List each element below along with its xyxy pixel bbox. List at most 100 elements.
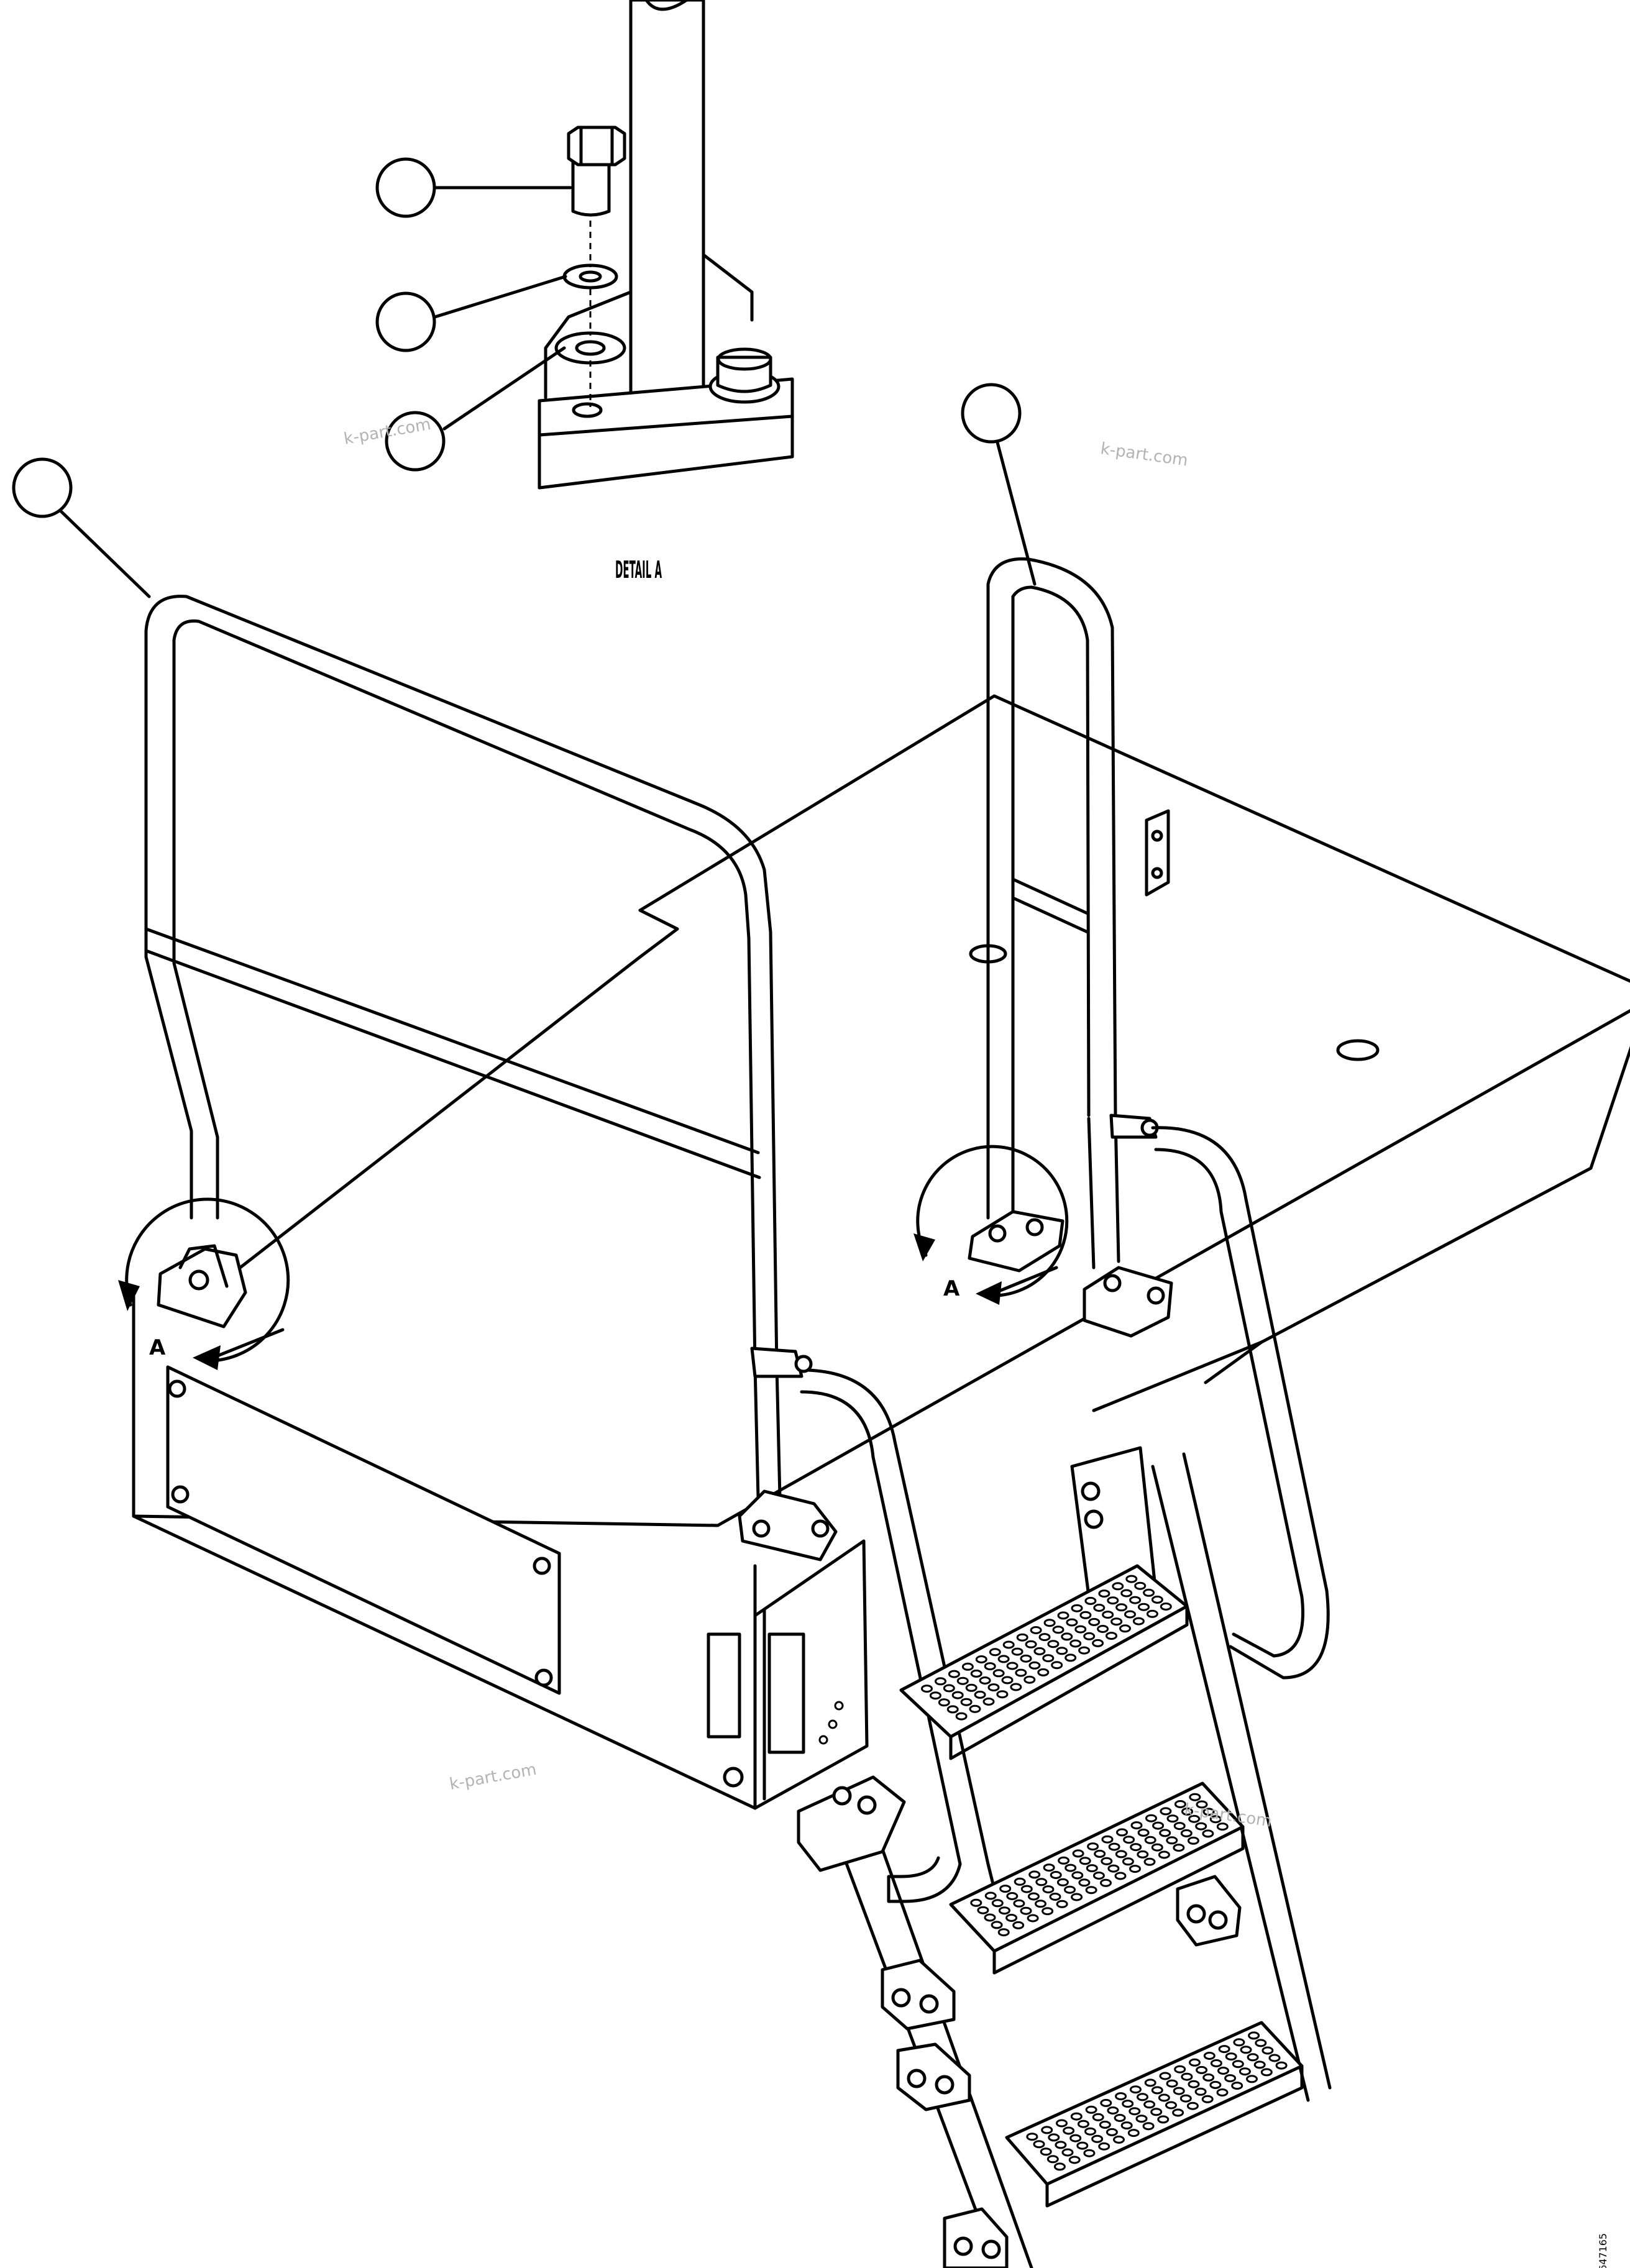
stair-handrails: [800, 1126, 1330, 1903]
perforation-hole: [969, 1704, 981, 1713]
perforation-hole: [1165, 2101, 1177, 2110]
perforation-hole: [1239, 2067, 1251, 2076]
perforation-hole: [1209, 1815, 1222, 1824]
perforation-hole: [1137, 2093, 1148, 2101]
perforation-hole: [1068, 2156, 1081, 2164]
perforation-hole: [1202, 2073, 1215, 2082]
perforation-hole: [1180, 1829, 1193, 1837]
perforation-hole: [996, 1690, 1009, 1699]
perforation-hole: [1053, 2162, 1066, 2171]
perforation-hole: [1051, 1661, 1063, 1670]
perforation-hole: [1002, 1640, 1015, 1649]
perforation-hole: [1151, 2086, 1163, 2095]
perforation-hole: [1172, 2108, 1184, 2117]
perforation-hole: [1056, 1900, 1068, 1908]
perforation-hole: [1122, 1857, 1134, 1866]
perforation-hole: [1015, 1668, 1027, 1677]
perforation-hole: [1086, 1864, 1098, 1873]
perforation-hole: [1196, 1800, 1208, 1809]
perforation-hole: [1091, 2134, 1104, 2143]
perforation-hole: [1069, 2134, 1082, 2142]
perforation-hole: [1079, 1857, 1091, 1865]
perforation-hole: [1063, 2126, 1075, 2135]
perforation-hole: [1114, 2114, 1126, 2122]
perforation-hole: [999, 1885, 1012, 1893]
perforation-hole: [1145, 1814, 1157, 1822]
perforation-hole: [1042, 1885, 1055, 1894]
perforation-hole: [997, 1928, 1010, 1937]
perforation-hole: [1071, 1893, 1083, 1901]
watermark: k-part.com: [448, 1760, 538, 1794]
perforation-hole: [1268, 2054, 1281, 2062]
perforation-hole: [1011, 1647, 1023, 1656]
perforation-hole: [1083, 1632, 1096, 1640]
perforation-hole: [1160, 1807, 1172, 1816]
perforation-hole: [1056, 1647, 1068, 1655]
drawing-number: 647165: [1597, 2233, 1609, 2268]
perforation-hole: [1261, 2046, 1274, 2055]
perforation-hole: [961, 1662, 974, 1671]
perforation-hole: [1027, 1914, 1039, 1923]
perforation-hole: [1001, 1676, 1014, 1685]
perforation-hole: [1042, 1654, 1055, 1663]
perforation-hole: [1016, 1633, 1028, 1642]
perforation-hole: [975, 1655, 987, 1663]
perforation-hole: [1098, 1589, 1110, 1598]
perforation-hole: [965, 1683, 978, 1692]
perforation-hole: [1186, 2101, 1199, 2110]
perforation-hole: [1014, 1877, 1026, 1886]
perforation-hole: [1083, 2149, 1096, 2157]
perforation-hole: [1189, 1793, 1201, 1801]
perforation-hole: [1052, 1626, 1065, 1634]
perforation-hole: [1099, 2120, 1111, 2129]
perforation-hole: [1248, 2031, 1260, 2040]
perforation-hole: [1020, 1885, 1033, 1893]
perforation-hole: [1144, 2078, 1156, 2087]
perforation-hole: [1151, 1843, 1163, 1852]
perforation-hole: [1038, 1633, 1051, 1642]
perforation-hole: [1035, 1878, 1048, 1886]
perforation-hole: [977, 1906, 989, 1914]
perforation-hole: [1201, 2095, 1214, 2103]
perforation-hole: [1224, 2074, 1237, 2083]
perforation-hole: [1028, 1870, 1041, 1879]
right-handrail: [968, 557, 1173, 1338]
perforation-hole: [1174, 1800, 1186, 1808]
perforation-hole: [1216, 1822, 1229, 1831]
perforation-hole: [1085, 2105, 1097, 2114]
perforation-hole: [1209, 2080, 1222, 2089]
perforation-hole: [1137, 1828, 1150, 1837]
perforation-hole: [984, 1913, 996, 1922]
perforation-hole: [970, 1898, 982, 1907]
perforation-hole: [1166, 1814, 1179, 1823]
perforation-hole: [987, 1683, 1000, 1692]
perforation-hole: [1130, 1821, 1143, 1830]
view-label-left: A: [149, 1335, 166, 1360]
perforation-hole: [1152, 1821, 1165, 1830]
perforation-hole: [1106, 1632, 1117, 1640]
perforation-hole: [1107, 2106, 1119, 2115]
detail-a-label: DETAIL A: [615, 556, 662, 583]
perforation-hole: [955, 1712, 968, 1721]
perforation-hole: [1232, 2060, 1244, 2069]
perforation-hole: [1143, 1588, 1155, 1597]
perforation-hole: [1233, 2038, 1245, 2047]
perforation-hole: [1064, 1885, 1076, 1894]
perforation-hole: [1202, 1808, 1215, 1816]
perforation-hole: [1225, 2052, 1237, 2061]
perforation-hole: [1218, 2045, 1230, 2054]
perforation-hole: [1048, 2133, 1060, 2142]
perforation-hole: [1037, 1668, 1050, 1676]
perforation-hole: [1116, 1828, 1128, 1837]
perforation-hole: [1189, 2058, 1201, 2067]
perforation-hole: [1240, 2046, 1252, 2054]
perforation-hole: [1043, 1863, 1055, 1872]
perforation-hole: [1137, 1850, 1149, 1859]
perforation-hole: [1084, 1596, 1097, 1605]
perforation-hole: [1134, 1581, 1147, 1590]
perforation-hole: [1247, 2053, 1259, 2062]
perforation-hole: [1065, 1863, 1077, 1872]
perforation-hole: [992, 1669, 1005, 1678]
perforation-hole: [1006, 1892, 1019, 1900]
perforation-hole: [938, 1698, 950, 1707]
